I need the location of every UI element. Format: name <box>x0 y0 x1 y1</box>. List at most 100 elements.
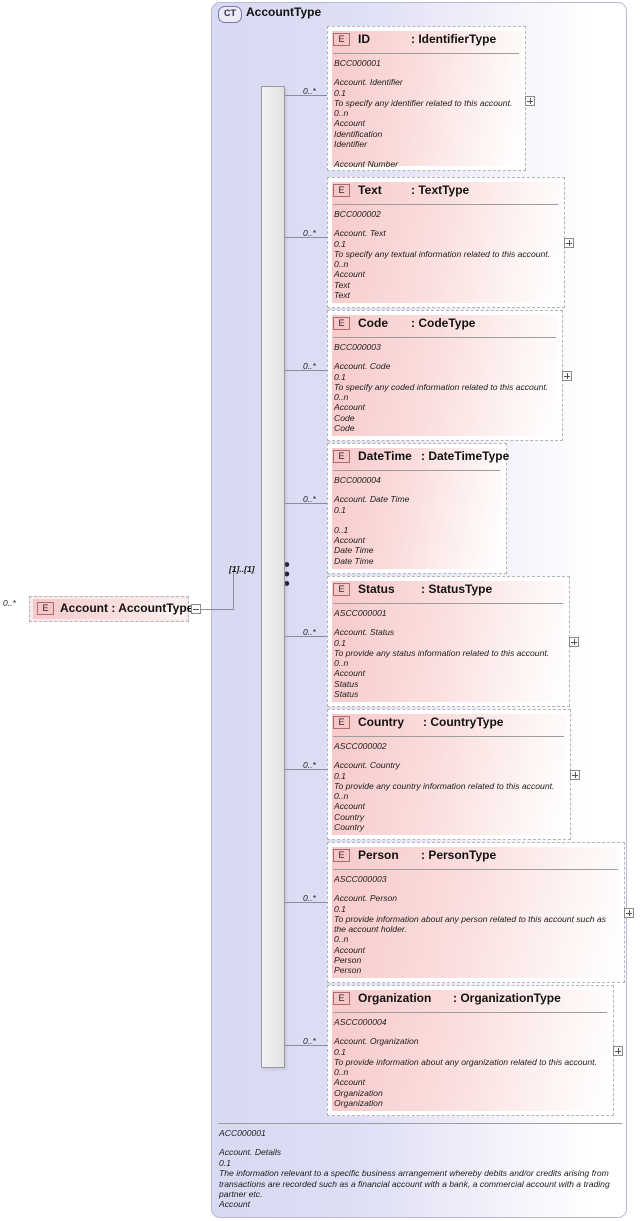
element-body-person: ASCC000003 Account. Person 0.1 To provid… <box>334 874 616 976</box>
plus-icon-country[interactable] <box>570 770 580 780</box>
element-fill-person <box>332 847 620 978</box>
connector-line-id <box>285 95 327 96</box>
plus-icon-status[interactable] <box>569 637 579 647</box>
connector-line-person <box>285 902 327 903</box>
element-fill-text <box>332 182 560 303</box>
connector-line-status <box>285 636 327 637</box>
element-header-id: E ID : IdentifierType <box>328 27 525 52</box>
element-header-person: E Person : PersonType <box>328 843 624 868</box>
element-type-text: : TextType <box>411 183 470 197</box>
root-element-fill <box>33 599 185 619</box>
element-box-code[interactable]: E Code : CodeType BCC000003 Account. Cod… <box>327 310 563 441</box>
cardinality-code: 0..* <box>303 361 316 371</box>
plus-icon-text[interactable] <box>564 238 574 248</box>
element-body-text: BCC000002 Account. Text 0.1 To specify a… <box>334 209 558 300</box>
element-box-person[interactable]: E Person : PersonType ASCC000003 Account… <box>327 842 625 983</box>
annotation-line: 0.1 <box>219 1157 231 1168</box>
element-box-country[interactable]: E Country : CountryType ASCC000002 Accou… <box>327 709 571 840</box>
element-body-id: BCC000001 Account. Identifier 0.1 To spe… <box>334 58 519 170</box>
complextype-code: ACC000001 <box>219 1128 266 1138</box>
element-type-code: : CodeType <box>411 316 476 330</box>
annotation-line: Account. Details <box>219 1147 282 1158</box>
element-fill-country <box>332 714 566 835</box>
element-fill-status <box>332 581 565 702</box>
element-type-country: : CountryType <box>423 715 504 729</box>
element-body-code: BCC000003 Account. Code 0.1 To specify a… <box>334 342 556 433</box>
element-badge-icon: E <box>333 33 350 46</box>
element-type-status: : StatusType <box>421 582 493 596</box>
element-name-person: Person <box>358 848 399 862</box>
connector-line-code <box>285 370 327 371</box>
plus-icon-organization[interactable] <box>613 1046 623 1056</box>
connector-line-country <box>285 769 327 770</box>
element-fill-datetime <box>332 448 502 569</box>
element-badge-icon: E <box>333 849 350 862</box>
complextype-title: AccountType <box>246 5 322 19</box>
element-box-datetime[interactable]: E DateTime : DateTimeType BCC000004 Acco… <box>327 443 509 574</box>
element-name-country: Country <box>358 715 404 729</box>
cardinality-id: 0..* <box>303 86 316 96</box>
element-body-datetime: BCC000004 Account. Date Time 0.1 0..1 Ac… <box>334 475 500 566</box>
element-code-datetime: BCC000004 <box>334 475 381 485</box>
element-type-person: : PersonType <box>421 848 497 862</box>
element-header-country: E Country : CountryType <box>328 710 570 735</box>
divider <box>333 53 519 54</box>
divider <box>333 736 564 737</box>
cardinality-status: 0..* <box>303 627 316 637</box>
element-name-id: ID <box>358 32 370 46</box>
element-badge-icon: E <box>333 583 350 596</box>
element-name-text: Text <box>358 183 382 197</box>
complextype-badge: CT <box>218 6 242 23</box>
element-code-id: BCC000001 <box>334 58 381 68</box>
element-header-organization: E Organization : OrganizationType <box>328 986 613 1011</box>
cardinality-country: 0..* <box>303 760 316 770</box>
complextype-annotation: ACC000001 Account. Details 0.1 The infor… <box>219 1128 623 1210</box>
footer-divider <box>218 1123 622 1124</box>
element-code-code: BCC000003 <box>334 342 381 352</box>
divider <box>333 337 556 338</box>
plus-icon-id[interactable] <box>525 96 535 106</box>
annotation-line: Account <box>219 1199 251 1210</box>
element-badge-icon: E <box>333 992 350 1005</box>
element-name-datetime: DateTime <box>358 449 412 463</box>
element-body-country: ASCC000002 Account. Country 0.1 To provi… <box>334 741 564 832</box>
element-badge-icon: E <box>37 602 54 615</box>
element-badge-icon: E <box>333 317 350 330</box>
connector-line-datetime <box>285 503 327 504</box>
element-box-text[interactable]: E Text : TextType BCC000002 Account. Tex… <box>327 177 565 308</box>
element-header-code: E Code : CodeType <box>328 311 562 336</box>
element-code-text: BCC000002 <box>334 209 381 219</box>
plus-icon-person[interactable] <box>624 908 634 918</box>
element-body-status: ASCC000001 Account. Status 0.1 To provid… <box>334 608 563 699</box>
cardinality-organization: 0..* <box>303 1036 316 1046</box>
divider <box>333 869 618 870</box>
element-badge-icon: E <box>333 450 350 463</box>
cardinality-datetime: 0..* <box>303 494 316 504</box>
element-header-text: E Text : TextType <box>328 178 564 203</box>
annotation-description: The information relevant to a specific b… <box>219 1168 610 1200</box>
compositor-vertical-line <box>233 569 234 610</box>
minus-icon[interactable] <box>191 604 201 614</box>
plus-icon-code[interactable] <box>562 371 572 381</box>
divider <box>333 470 500 471</box>
element-code-status: ASCC000001 <box>334 608 387 618</box>
element-box-organization[interactable]: E Organization : OrganizationType ASCC00… <box>327 985 614 1116</box>
compositor-cardinality: [1]..[1] <box>229 564 255 574</box>
element-box-id[interactable]: E ID : IdentifierType BCC000001 Account.… <box>327 26 526 171</box>
element-fill-code <box>332 315 558 436</box>
connector-line-text <box>285 237 327 238</box>
element-name-code: Code <box>358 316 388 330</box>
cardinality-person: 0..* <box>303 893 316 903</box>
element-code-country: ASCC000002 <box>334 741 387 751</box>
element-header-datetime: E DateTime : DateTimeType <box>328 444 509 469</box>
connector-line-organization <box>285 1045 327 1046</box>
root-element-label: Account : AccountType <box>60 601 194 615</box>
divider <box>333 1012 607 1013</box>
divider <box>333 603 563 604</box>
element-name-status: Status <box>358 582 395 596</box>
element-type-id: : IdentifierType <box>411 32 497 46</box>
model-group-bar <box>261 86 285 1068</box>
element-box-status[interactable]: E Status : StatusType ASCC000001 Account… <box>327 576 570 707</box>
root-cardinality: 0..* <box>3 598 16 608</box>
